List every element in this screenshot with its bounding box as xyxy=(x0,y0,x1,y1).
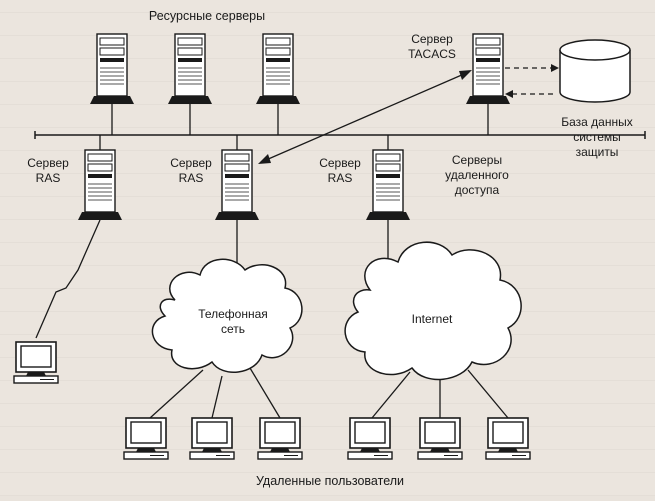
ras-left-label-line2: RAS xyxy=(36,171,61,185)
ras-server-left xyxy=(77,149,123,221)
ras-left-label-line1: Сервер xyxy=(27,156,69,170)
tacacs-label-line2: TACACS xyxy=(408,47,456,61)
remote-access-label-line1: Серверы xyxy=(452,153,502,167)
internet-label: Internet xyxy=(412,312,453,326)
tacacs-label-line1: Сервер xyxy=(411,32,453,46)
tacacs-server xyxy=(465,33,511,105)
database-cylinder-icon xyxy=(559,39,631,103)
resource-servers-label: Ресурсные серверы xyxy=(149,9,265,23)
resource-server-1 xyxy=(89,33,135,105)
ras-middle-label-line1: Сервер xyxy=(170,156,212,170)
remote-access-label-line3: доступа xyxy=(455,183,500,197)
remote-pc-5 xyxy=(417,417,463,460)
resource-server-2 xyxy=(167,33,213,105)
remote-pc-dialup xyxy=(13,341,59,384)
remote-pc-1 xyxy=(123,417,169,460)
ras-right-label-line2: RAS xyxy=(328,171,353,185)
dialup-line xyxy=(35,219,101,339)
internet-cloud xyxy=(344,241,522,381)
ras-middle-label-line2: RAS xyxy=(179,171,204,185)
phone-network-cloud xyxy=(151,258,303,373)
auth-arrow xyxy=(265,73,465,161)
database-label-line3: защиты xyxy=(576,145,619,159)
database-label-line2: системы xyxy=(573,130,621,144)
remote-pc-3 xyxy=(257,417,303,460)
phone-network-label-line2: сеть xyxy=(221,322,245,336)
remote-users-label: Удаленные пользователи xyxy=(256,474,404,488)
ras-server-middle xyxy=(214,149,260,221)
ras-server-right xyxy=(365,149,411,221)
database-label-line1: База данных xyxy=(561,115,632,129)
resource-server-3 xyxy=(255,33,301,105)
phone-network-label-line1: Телефонная xyxy=(198,307,268,321)
remote-pc-6 xyxy=(485,417,531,460)
remote-pc-2 xyxy=(189,417,235,460)
ras-right-label-line1: Сервер xyxy=(319,156,361,170)
remote-access-label-line2: удаленного xyxy=(445,168,509,182)
remote-pc-4 xyxy=(347,417,393,460)
